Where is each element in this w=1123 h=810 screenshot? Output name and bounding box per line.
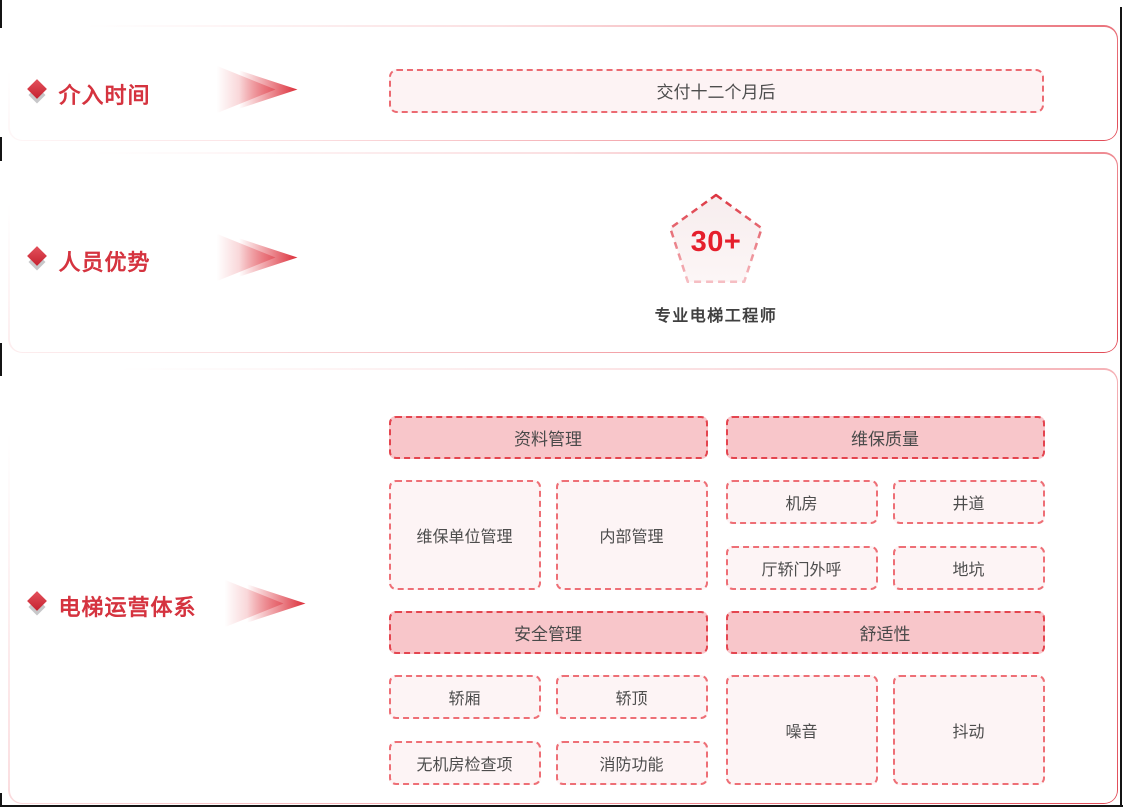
group-safety-management: 安全管理 轿厢 轿顶 无机房检查项 消防功能 [388,610,708,785]
operation-system-grid: 资料管理 维保单位管理 内部管理 维保质量 机房 井道 厅轿门外呼 地坑 [388,415,1045,785]
section-heading: 电梯运营体系 [26,590,197,622]
chevron-arrow-icon [213,64,298,115]
grid-item: 维保单位管理 [388,479,541,590]
intervention-time-box: 交付十二个月后 [388,68,1044,113]
frame-border-left-bottom [0,793,2,807]
section-heading: 人员优势 [26,245,151,277]
grid-item: 地坑 [892,545,1045,590]
section-title: 人员优势 [58,249,151,275]
engineer-caption: 专业电梯工程师 [654,307,778,325]
group-comfort: 舒适性 噪音 抖动 [725,610,1045,785]
pentagon-badge: 30+ [664,190,768,290]
grid-item: 机房 [725,479,878,524]
section-card-inner: 介入时间 交付十二个月后 [9,26,1117,140]
grid-row-bottom: 安全管理 轿厢 轿顶 无机房检查项 消防功能 舒适性 噪音 抖动 [388,610,1045,785]
frame-border-bottom [0,805,1123,807]
section-heading: 介入时间 [26,78,151,110]
section-card-intervention-time: 介入时间 交付十二个月后 [8,25,1118,141]
group-header: 维保质量 [725,415,1045,459]
diamond-bullet-icon [26,591,50,619]
group-body: 轿厢 轿顶 无机房检查项 消防功能 [388,674,708,785]
diamond-bullet-icon [26,79,50,107]
group-body: 机房 井道 厅轿门外呼 地坑 [725,479,1045,590]
personnel-badge-block: 30+ 专业电梯工程师 [389,190,1044,326]
grid-item: 轿顶 [555,674,708,719]
grid-item: 噪音 [725,674,878,785]
grid-item: 轿厢 [388,674,541,719]
diamond-bullet-icon [26,246,50,274]
section-card-personnel-advantage: 人员优势 [8,152,1118,353]
frame-border-right [1120,7,1122,807]
chevron-front-shape [233,236,298,279]
grid-item: 厅轿门外呼 [725,545,878,590]
group-header: 舒适性 [725,610,1045,654]
grid-item: 无机房检查项 [388,740,541,785]
frame-border-left-top [0,0,2,28]
chevron-arrow-icon [213,232,298,283]
group-header: 安全管理 [388,610,708,654]
frame-border-left-lower [0,343,2,376]
grid-item: 内部管理 [555,479,708,590]
grid-item: 消防功能 [555,740,708,785]
pentagon-outline-icon [669,193,763,283]
group-body: 噪音 抖动 [725,674,1045,785]
section-card-inner: 电梯运营体系 资料管理 维保单位管理 内部管理 维保质量 [9,369,1117,803]
frame-border-left-mid [0,137,2,161]
group-data-management: 资料管理 维保单位管理 内部管理 [388,415,708,590]
grid-item: 井道 [892,479,1045,524]
grid-item: 抖动 [892,674,1045,785]
chevron-arrow-icon [221,578,306,629]
engineer-count-value: 30+ [690,226,742,258]
group-body: 维保单位管理 内部管理 [388,479,708,590]
group-maintenance-quality: 维保质量 机房 井道 厅轿门外呼 地坑 [725,415,1045,590]
chevron-front-shape [241,582,306,625]
section-title: 介入时间 [58,82,151,108]
section-card-inner: 人员优势 [9,153,1117,352]
grid-row-top: 资料管理 维保单位管理 内部管理 维保质量 机房 井道 厅轿门外呼 地坑 [388,415,1045,590]
section-card-elevator-operation-system: 电梯运营体系 资料管理 维保单位管理 内部管理 维保质量 [8,368,1118,804]
chevron-front-shape [233,68,298,111]
group-header: 资料管理 [388,415,708,459]
section-title: 电梯运营体系 [58,594,197,620]
